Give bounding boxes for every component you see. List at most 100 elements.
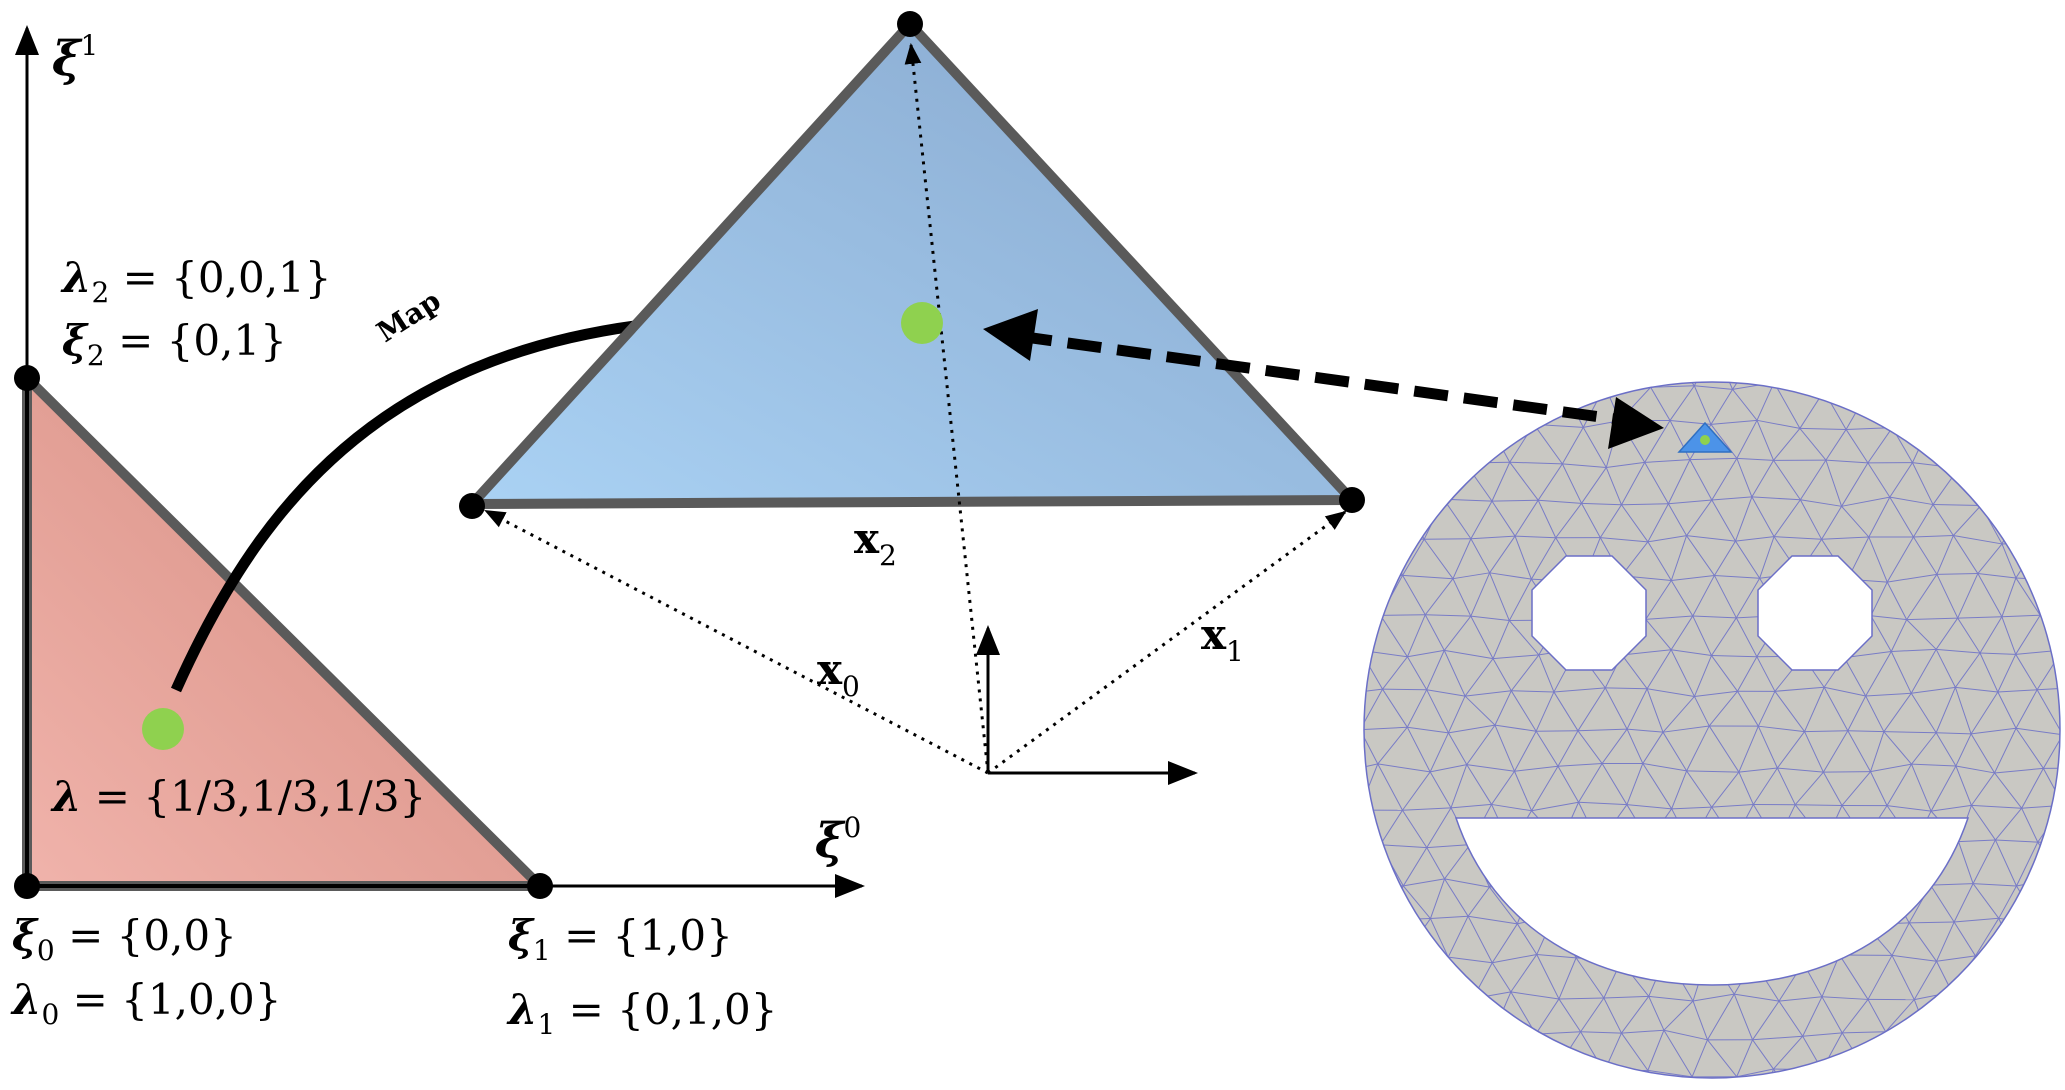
mesh-edge [1561, 382, 1584, 384]
mesh-edge [1870, 615, 1907, 621]
mesh-edge [1886, 805, 1932, 812]
mesh-edge [1406, 614, 1426, 657]
mesh-edge [1444, 420, 1490, 426]
mesh-edge [1648, 996, 1665, 1031]
mesh-edge [1553, 691, 1579, 732]
mesh-edge [1430, 918, 1449, 958]
correspondence-dashed-line [1017, 330, 1623, 426]
mesh-edge [1752, 767, 1778, 805]
mesh-edge [2015, 727, 2060, 736]
mesh-edge [1756, 420, 1774, 461]
mesh-edge [1751, 496, 1801, 501]
mesh-edge [1822, 730, 1849, 773]
mesh-edge [1935, 732, 1957, 767]
mesh-edge [1535, 730, 1559, 767]
reference-vertex-1 [527, 873, 553, 899]
mesh-edge [2036, 689, 2060, 736]
mesh-edge [1913, 535, 1954, 538]
mesh-edge [2040, 611, 2060, 616]
mesh-edge [1977, 543, 2003, 574]
mesh-edge [1670, 580, 1694, 617]
mesh-edge [1400, 918, 1431, 961]
mesh-edge [1402, 466, 1428, 500]
mesh-edge [1604, 382, 1621, 387]
mesh-edge [1626, 728, 1644, 764]
mesh-edge [1759, 350, 1805, 351]
mesh-edge [1562, 463, 1607, 469]
mesh-edge [1930, 765, 1957, 812]
mesh-edge [1913, 504, 1934, 538]
mesh-edge [1402, 499, 1425, 540]
mesh-edge [1825, 459, 1843, 507]
mesh-edge [1686, 770, 1739, 773]
mesh-edge [1452, 572, 1490, 580]
mesh-edge [1692, 1000, 1708, 1040]
mesh-edge [1443, 498, 1472, 540]
mesh-edge [1953, 883, 1974, 923]
mesh-edge [1428, 1035, 1452, 1074]
mesh-edge [1650, 387, 1671, 421]
mesh-edge [1383, 536, 1404, 576]
mesh-edge [1626, 688, 1648, 730]
mesh-edge [1561, 427, 1584, 465]
mesh-edge [1340, 619, 1360, 650]
mesh-edge [1978, 996, 1995, 1033]
mesh-edge [1581, 502, 1622, 506]
mesh-edge [1756, 656, 1776, 692]
mesh-edge [1686, 535, 1715, 576]
mesh-edge [1605, 687, 1648, 690]
mesh-edge [1648, 995, 1694, 1002]
mesh-edge [1994, 772, 2023, 809]
mesh-edge [1975, 918, 2000, 957]
mesh-edge [1951, 991, 1980, 1033]
vertex2-lambda-label: λ2 = {0,0,1} [60, 253, 331, 309]
mesh-edge [1553, 1071, 1605, 1074]
mesh-edge [1998, 917, 2041, 925]
mesh-edge [1693, 696, 1710, 727]
mesh-edge [1994, 728, 2017, 774]
mesh-edge [1647, 688, 1695, 697]
mesh-edge [1804, 731, 1824, 773]
mesh-edge [1402, 809, 1428, 848]
mesh-edge [1364, 688, 1383, 730]
mesh-edge [1364, 729, 1379, 765]
mesh-edge [2015, 654, 2038, 691]
mesh-edge [1650, 382, 1665, 388]
mesh-edge [1380, 960, 1402, 997]
mesh-edge [1491, 803, 1532, 812]
mesh-edge [1406, 656, 1428, 690]
mesh-edge [1642, 762, 1687, 772]
mesh-edge [1491, 770, 1515, 805]
mesh-edge [1644, 420, 1671, 463]
mesh-edge [1537, 463, 1563, 501]
mesh-edge [2039, 877, 2060, 925]
x1-label: x1 [1201, 610, 1244, 668]
mesh-edge [1732, 389, 1758, 421]
mesh-edge [1913, 382, 1958, 387]
mesh-edge [1953, 921, 1976, 957]
mesh-edge [1647, 1069, 1693, 1078]
mesh-edge [1511, 690, 1554, 693]
mesh-edge [1380, 615, 1408, 658]
mesh-edge [1868, 496, 1891, 538]
mesh-edge [1508, 620, 1540, 656]
mesh-edge [1867, 955, 1893, 1000]
mesh-edge [1972, 883, 2000, 919]
mesh-edge [1821, 506, 1842, 540]
mesh-left-eye [1531, 555, 1647, 671]
mesh-edge [1889, 496, 1934, 506]
mesh-edge [1535, 1033, 1555, 1074]
mesh-edge [1866, 1071, 1915, 1076]
mesh-edge [1402, 847, 1428, 887]
mesh-edge [1335, 695, 1360, 730]
mesh-edge [1994, 839, 2017, 887]
mesh-edge [1400, 960, 1431, 999]
mesh-edge [1931, 804, 1972, 812]
mesh-edge [1825, 459, 1868, 464]
mesh-edge [1444, 844, 1471, 880]
mesh-edge [1971, 805, 1996, 841]
mesh-edge [1516, 382, 1562, 392]
mesh-edge [1847, 730, 1871, 772]
mesh-edge [2015, 727, 2044, 769]
mesh-edge [1337, 885, 1359, 916]
